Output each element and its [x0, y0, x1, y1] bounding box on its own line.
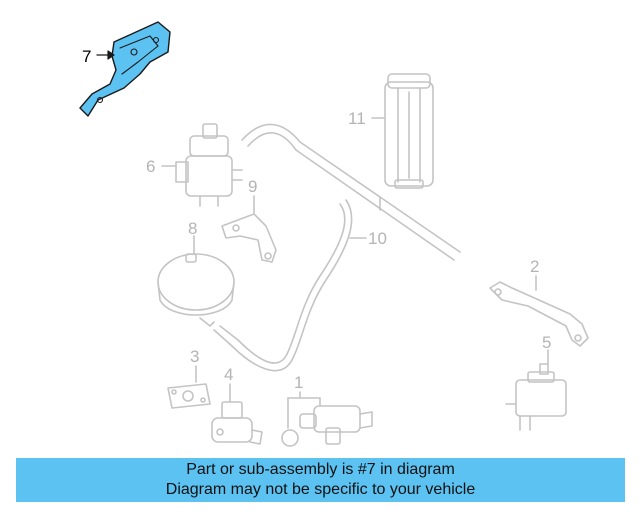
part-6-valve[interactable]: [175, 123, 243, 207]
callout-9: 9: [248, 177, 257, 196]
banner-line-disclaimer: Diagram may not be specific to your vehi…: [165, 481, 476, 498]
callout-1: 1: [294, 373, 303, 392]
callout-7: 7: [82, 47, 91, 66]
parts-diagram: 7 11 6 9 8 10 2 5 3 4 1: [79, 21, 589, 447]
part-3-gasket[interactable]: [167, 383, 211, 409]
callout-11: 11: [348, 109, 366, 128]
part-9-bracket[interactable]: [221, 213, 277, 263]
part-10-hose[interactable]: [213, 199, 353, 372]
callout-1-leader: [287, 391, 321, 429]
callout-4: 4: [224, 365, 233, 384]
part-7-bracket[interactable]: [79, 21, 171, 117]
part-5-solenoid[interactable]: [505, 363, 567, 431]
callout-2: 2: [530, 257, 539, 276]
callout-10: 10: [368, 229, 387, 248]
part-1-valve[interactable]: [281, 405, 373, 447]
callout-3: 3: [190, 347, 199, 366]
part-2-pipe[interactable]: [489, 281, 589, 347]
callout-8: 8: [188, 219, 197, 238]
callout-7-leader: [96, 50, 115, 60]
hose-upper[interactable]: [241, 123, 461, 261]
part-4-sensor[interactable]: [211, 401, 263, 445]
info-banner: Part or sub-assembly is #7 in diagram Di…: [16, 458, 625, 502]
banner-line-part: Part or sub-assembly is #7 in diagram: [186, 461, 455, 478]
callout-6: 6: [146, 157, 155, 176]
callout-5: 5: [542, 333, 551, 352]
part-11-canister[interactable]: [384, 73, 434, 189]
part-8-reservoir[interactable]: [157, 253, 235, 327]
